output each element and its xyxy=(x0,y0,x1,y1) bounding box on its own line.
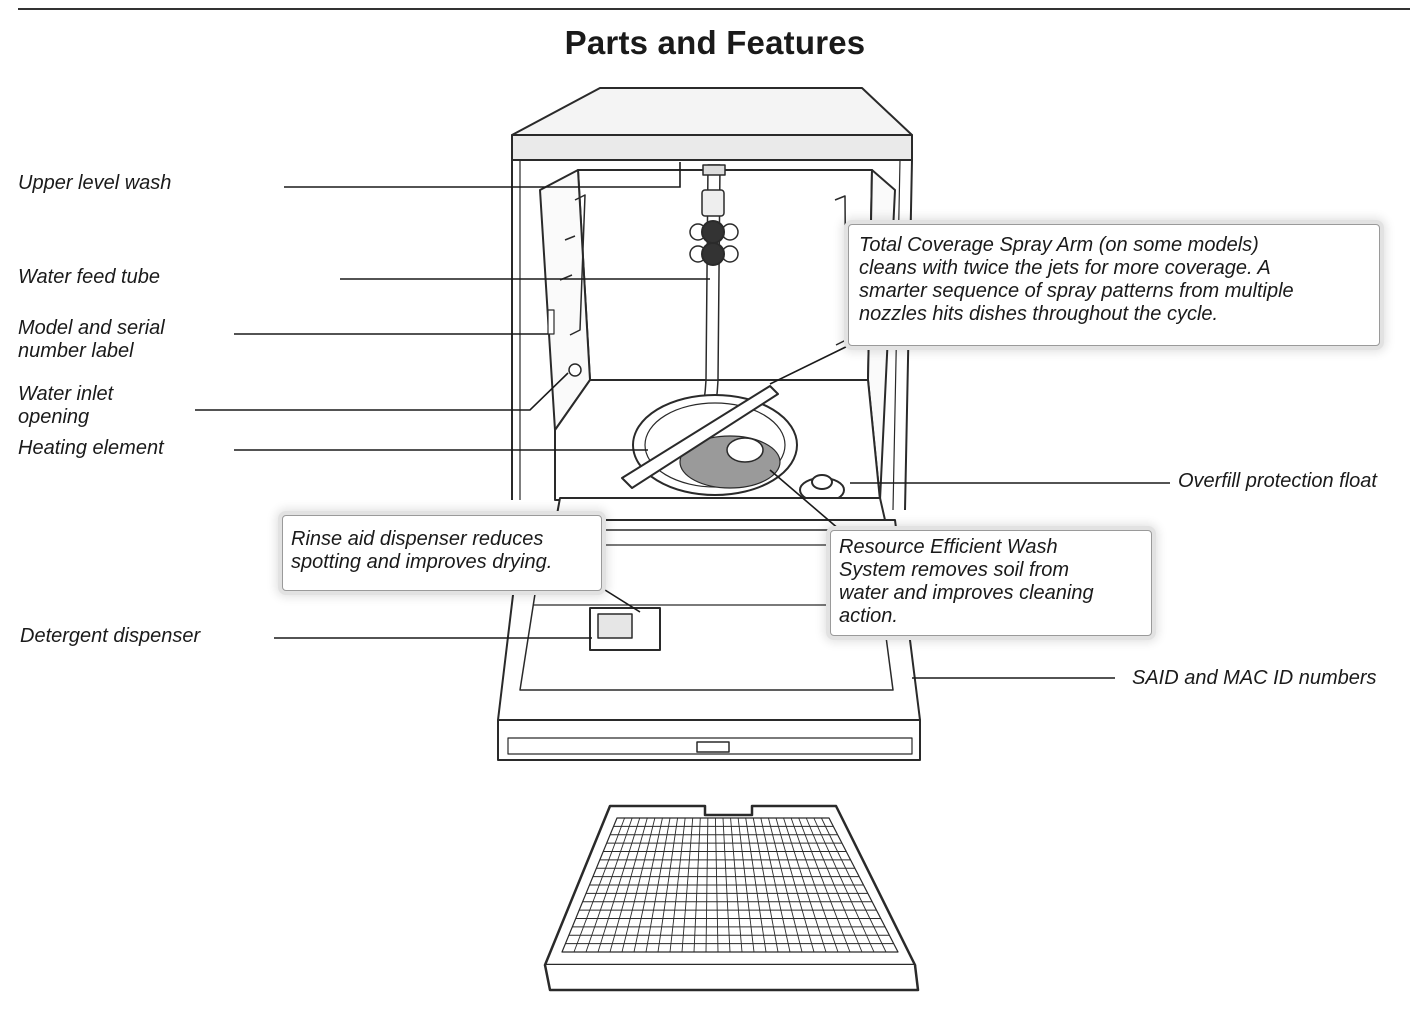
label-water-feed-tube: Water feed tube xyxy=(18,266,160,288)
leader-upper-level-wash xyxy=(284,162,681,188)
label-detergent-dispenser: Detergent dispenser xyxy=(20,625,201,647)
callout-wash-system-line3: water and improves cleaning xyxy=(839,582,1094,604)
leader-rinse-aid xyxy=(604,589,641,613)
callout-spray-arm-line3: smarter sequence of spray patterns from … xyxy=(859,280,1294,302)
leader-water-inlet xyxy=(195,372,569,411)
label-heating-element: Heating element xyxy=(18,437,164,459)
leader-spray-arm xyxy=(769,339,861,385)
callout-wash-system-line4: action. xyxy=(839,605,898,627)
label-model-serial-line2: number label xyxy=(18,340,134,362)
top-rule xyxy=(18,8,1410,10)
leader-wash-system xyxy=(769,469,841,531)
callout-wash-system: Resource Efficient Wash System removes s… xyxy=(830,530,1152,636)
label-said-mac-id: SAID and MAC ID numbers xyxy=(1132,667,1377,689)
callout-spray-arm-line1: Total Coverage Spray Arm (on some models… xyxy=(859,234,1259,256)
callout-rinse-aid-line1: Rinse aid dispenser reduces xyxy=(291,528,544,550)
callout-spray-arm: Total Coverage Spray Arm (on some models… xyxy=(848,224,1380,346)
callout-wash-system-line2: System removes soil from xyxy=(839,559,1070,581)
label-upper-level-wash: Upper level wash xyxy=(18,172,172,194)
label-water-inlet-line2: opening xyxy=(18,406,90,428)
page-title: Parts and Features xyxy=(564,24,866,61)
label-water-inlet-line1: Water inlet xyxy=(18,383,114,405)
callout-rinse-aid-line2: spotting and improves drying. xyxy=(291,551,553,573)
callout-spray-arm-line2: cleans with twice the jets for more cove… xyxy=(859,257,1271,279)
callout-spray-arm-line4: nozzles hits dishes throughout the cycle… xyxy=(859,303,1219,325)
label-overfill-protection-float: Overfill protection float xyxy=(1178,470,1377,492)
callout-rinse-aid: Rinse aid dispenser reduces spotting and… xyxy=(282,515,602,591)
label-model-serial-line1: Model and serial xyxy=(18,317,165,339)
callout-wash-system-line1: Resource Efficient Wash xyxy=(839,536,1058,558)
